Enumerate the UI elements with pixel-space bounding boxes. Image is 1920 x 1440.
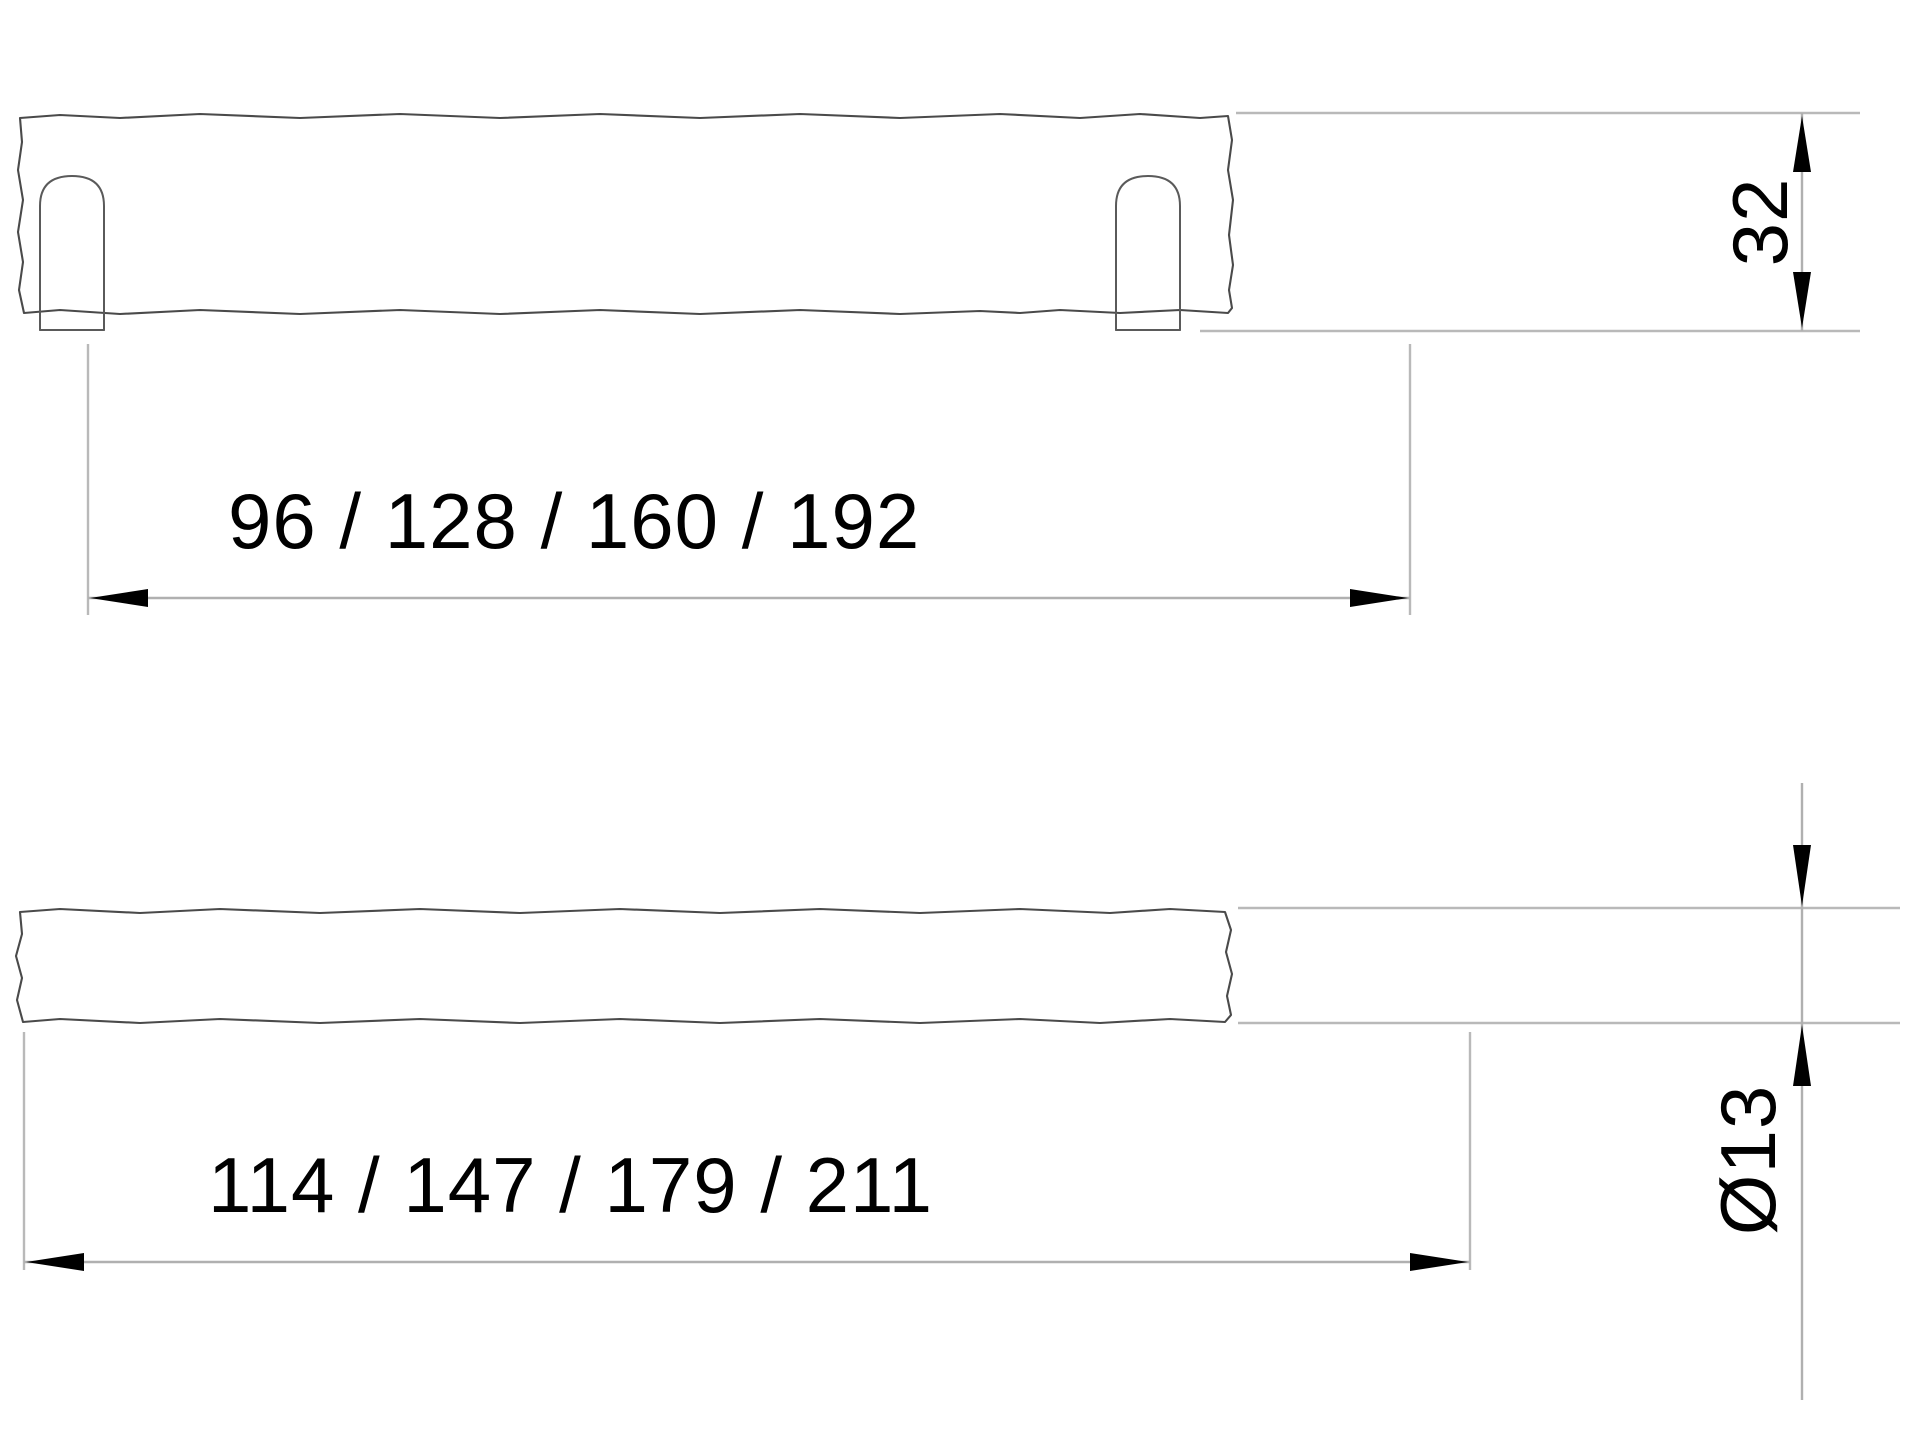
handle-bar-outline	[16, 112, 1235, 316]
arrow-height-32-top	[1793, 116, 1811, 172]
arrow-center-distance-right	[1350, 589, 1408, 607]
arrow-center-distance-left	[90, 589, 148, 607]
dim-label-center-distance: 96 / 128 / 160 / 192	[228, 477, 920, 565]
dim-label-height-32: 32	[1716, 178, 1804, 267]
arrow-diameter-13-top	[1793, 845, 1811, 906]
dim-label-diameter-13: Ø13	[1704, 1085, 1792, 1235]
front-plan-view: Ø13 114 / 147 / 179 / 211	[14, 783, 1900, 1400]
right-mounting-leg	[1115, 175, 1181, 331]
arrow-overall-length-right	[1410, 1253, 1468, 1271]
left-mounting-leg	[39, 175, 105, 331]
dim-label-overall-length: 114 / 147 / 179 / 211	[208, 1141, 933, 1229]
arrow-height-32-bottom	[1793, 272, 1811, 328]
side-elevation-view: 32 96 / 128 / 160 / 192	[16, 111, 1860, 615]
arrow-overall-length-left	[26, 1253, 84, 1271]
arrow-diameter-13-bottom	[1793, 1025, 1811, 1086]
bar-profile-outline	[14, 907, 1234, 1025]
